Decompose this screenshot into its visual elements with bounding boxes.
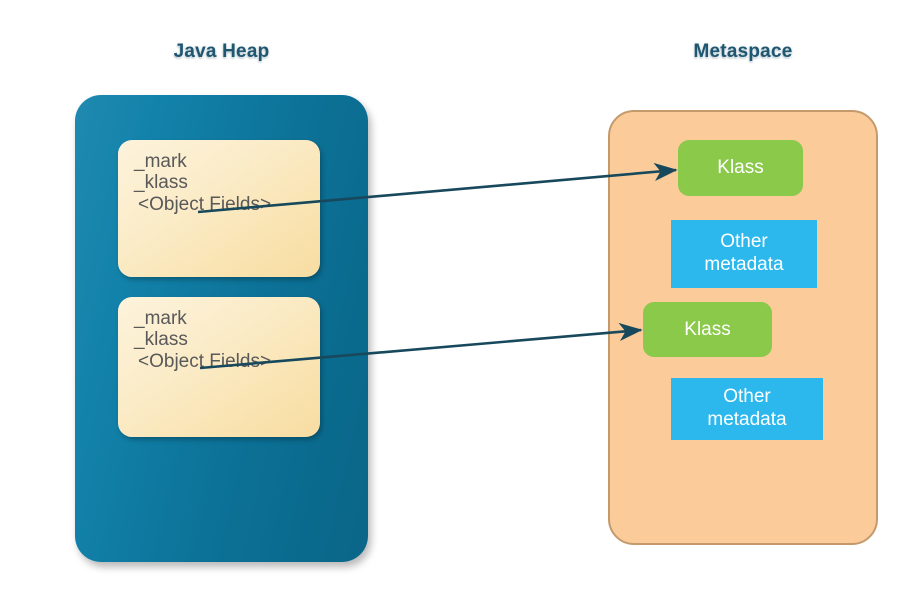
metaspace-other-metadata-box[interactable]: Other metadata <box>671 378 823 440</box>
heap-object-box[interactable]: _mark _klass <Object Fields> <box>118 297 320 437</box>
object-fields-field: <Object Fields> <box>138 193 272 215</box>
metaspace-klass-box[interactable]: Klass <box>678 140 803 196</box>
object-klass-field: _klass <box>134 172 188 194</box>
object-mark-field: _mark <box>134 308 187 329</box>
metadata-line-2: metadata <box>704 254 784 275</box>
metaspace-title: Metaspace <box>693 41 793 62</box>
object-fields-field: <Object Fields> <box>138 350 272 372</box>
object-mark-field: _mark <box>134 151 187 172</box>
object-klass-field: _klass <box>134 329 188 351</box>
metadata-line-1: Other <box>723 386 771 408</box>
heap-object-box[interactable]: _mark _klass <Object Fields> <box>118 140 320 277</box>
metadata-line-1: Other <box>720 231 768 253</box>
metaspace-klass-box[interactable]: Klass <box>643 302 772 357</box>
metadata-line-2: metadata <box>707 409 787 430</box>
metaspace-other-metadata-box[interactable]: Other metadata <box>671 220 817 288</box>
java-heap-title: Java Heap <box>173 41 270 62</box>
